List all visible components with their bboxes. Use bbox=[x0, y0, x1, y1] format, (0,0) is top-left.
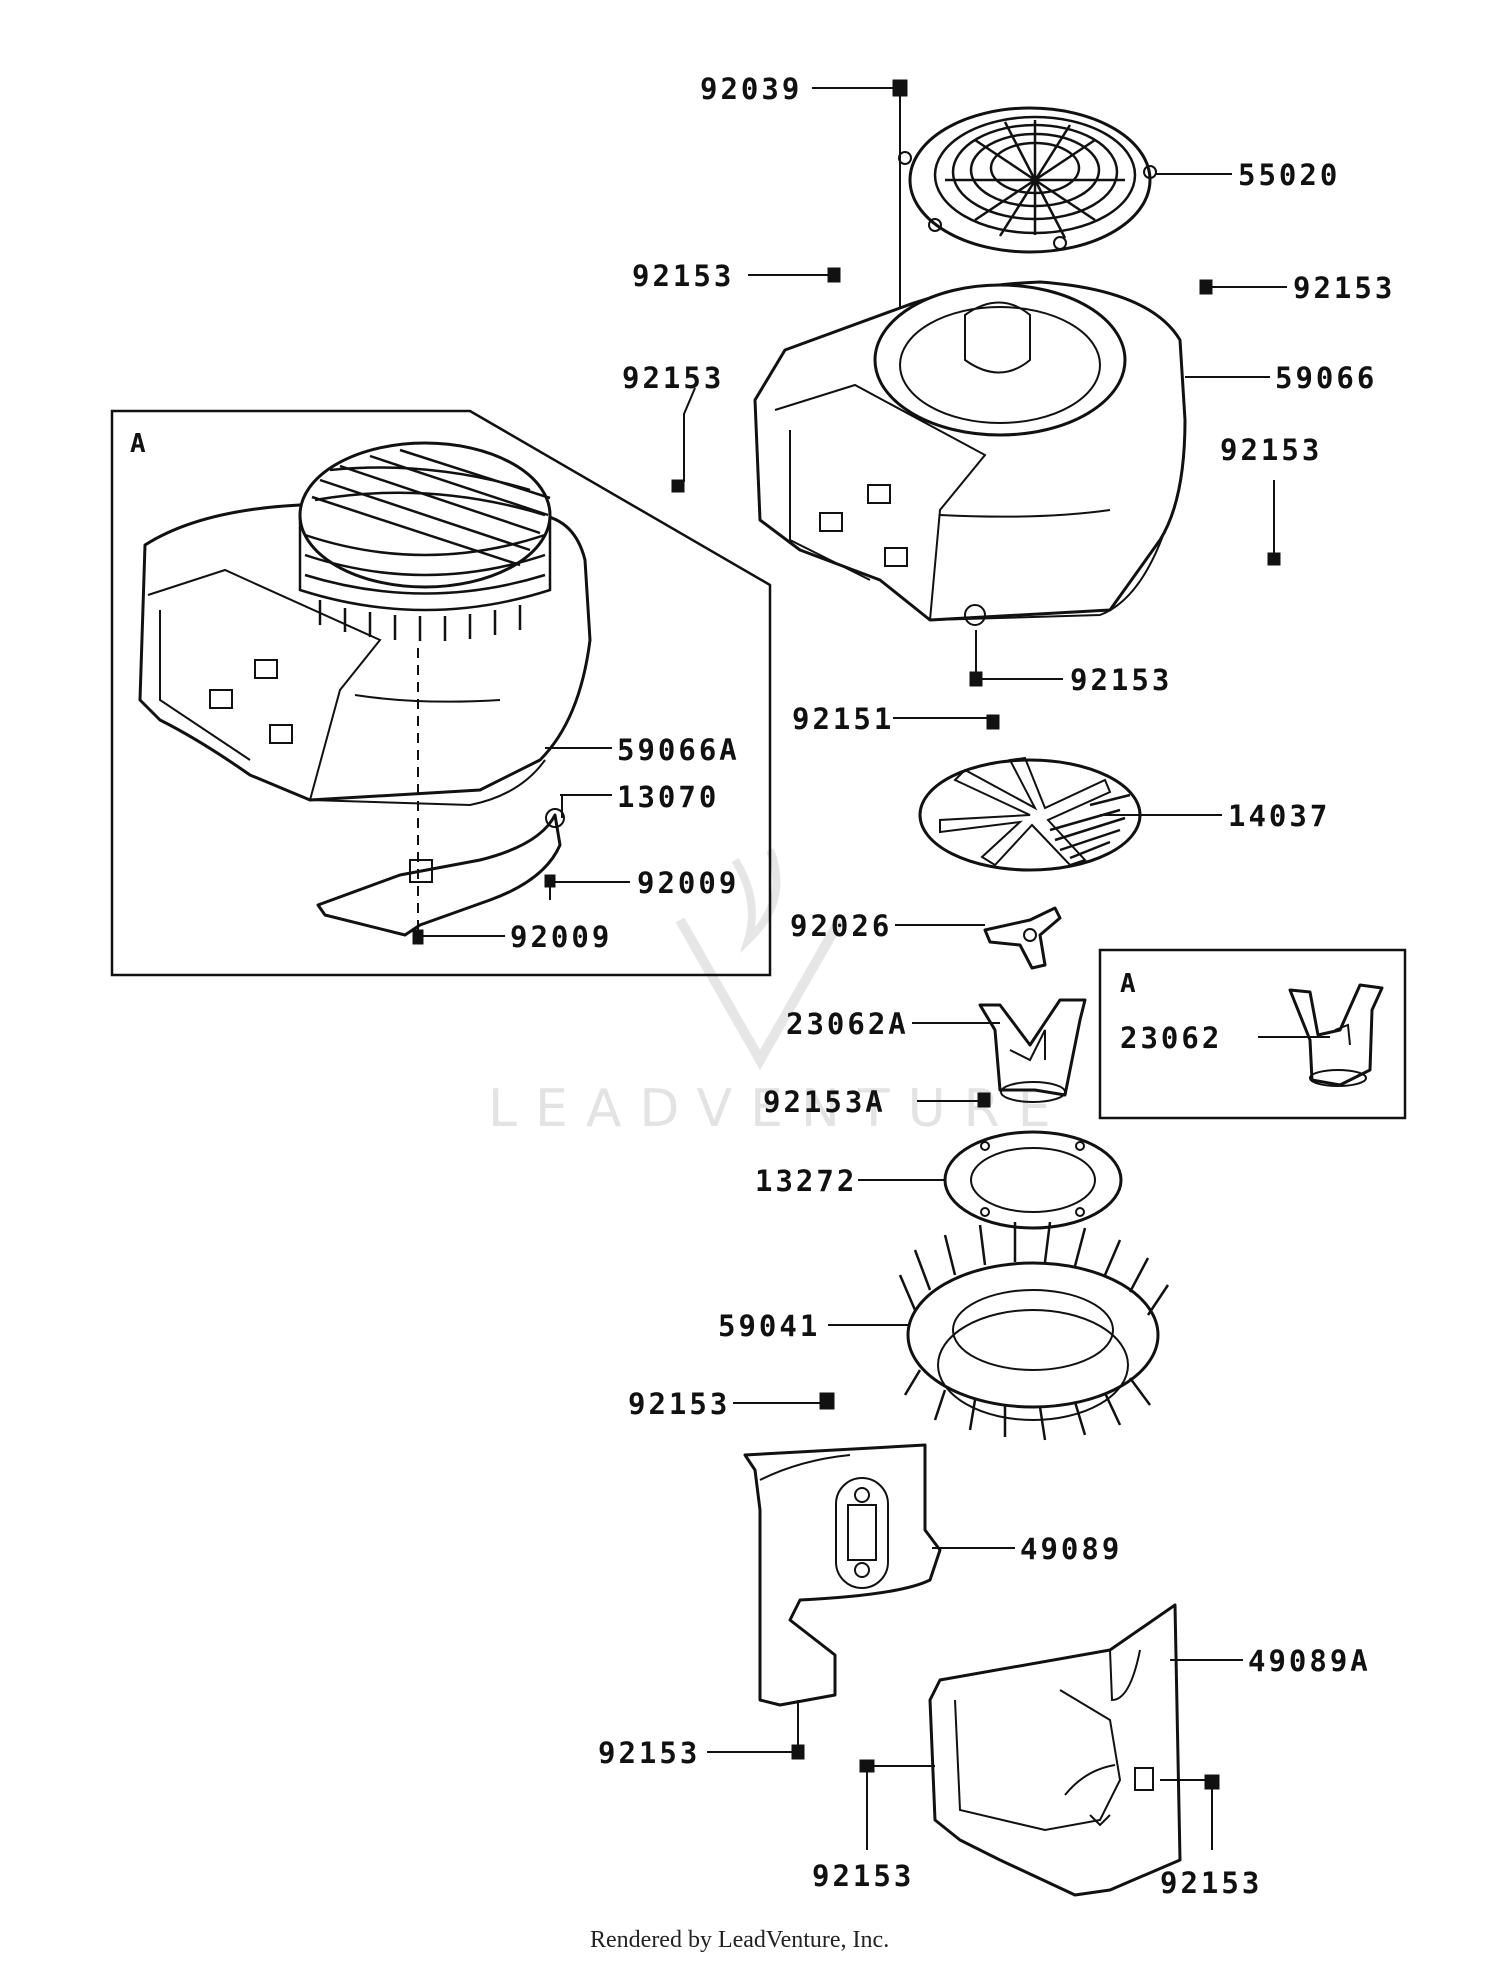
screw-92153-a bbox=[827, 267, 841, 283]
cooling-fan-59041 bbox=[898, 1221, 1170, 1441]
label-92153-g: 92153 bbox=[598, 1736, 700, 1770]
label-92153-i: 92153 bbox=[1160, 1866, 1262, 1900]
bracket-23062 bbox=[1288, 983, 1384, 1087]
label-59066: 59066 bbox=[1275, 361, 1377, 395]
blower-housing-59066a bbox=[138, 441, 592, 807]
screw-92009-b bbox=[412, 929, 424, 945]
screw-92153-e bbox=[969, 630, 983, 687]
blower-housing-59066 bbox=[753, 280, 1187, 626]
screw-92153-c bbox=[671, 479, 685, 493]
inset-a-left-frame bbox=[110, 409, 772, 977]
label-13272: 13272 bbox=[755, 1164, 857, 1198]
rotating-screen-14037 bbox=[918, 714, 1142, 872]
cylinder-cover-49089a bbox=[928, 1603, 1182, 1897]
label-92153-h: 92153 bbox=[812, 1859, 914, 1893]
screw-92039 bbox=[892, 79, 908, 328]
label-59066a: 59066A bbox=[617, 733, 740, 767]
label-92151: 92151 bbox=[792, 702, 894, 736]
part-labels: 92039 55020 92153 92153 92153 59066 9215… bbox=[510, 72, 1395, 1900]
label-92153a: 92153A bbox=[763, 1085, 886, 1119]
plate-92026 bbox=[983, 906, 1062, 970]
label-92009-b: 92009 bbox=[510, 920, 612, 954]
label-59041: 59041 bbox=[718, 1309, 820, 1343]
label-92039: 92039 bbox=[700, 72, 802, 106]
label-92153-e: 92153 bbox=[1070, 663, 1172, 697]
label-14037: 14037 bbox=[1228, 799, 1330, 833]
inset-a-left: A bbox=[110, 409, 772, 977]
label-55020: 55020 bbox=[1238, 158, 1340, 192]
watermark: LEADVENTURE bbox=[488, 848, 1069, 1139]
label-92153-a: 92153 bbox=[632, 259, 734, 293]
label-49089: 49089 bbox=[1020, 1532, 1122, 1566]
footer-credit: Rendered by LeadVenture, Inc. bbox=[590, 1927, 889, 1953]
grille-cover-55020 bbox=[898, 106, 1157, 254]
screw-92009-a bbox=[544, 874, 556, 900]
label-92153-d: 92153 bbox=[1220, 433, 1322, 467]
gasket-ring-13272 bbox=[943, 1130, 1123, 1230]
label-49089a: 49089A bbox=[1248, 1644, 1371, 1678]
cylinder-cover-49089 bbox=[743, 1392, 942, 1760]
label-92026: 92026 bbox=[790, 909, 892, 943]
inset-a-right-tag: A bbox=[1120, 969, 1136, 999]
label-92153-c: 92153 bbox=[622, 361, 724, 395]
label-92153-f: 92153 bbox=[628, 1387, 730, 1421]
screw-92153a bbox=[977, 1092, 991, 1108]
air-shroud-13070 bbox=[316, 808, 565, 937]
screw-92153-h bbox=[859, 1759, 875, 1773]
inset-a-right-frame bbox=[1098, 948, 1407, 1120]
bracket-23062a bbox=[978, 998, 1087, 1103]
label-13070: 13070 bbox=[617, 780, 719, 814]
label-23062a: 23062A bbox=[786, 1007, 909, 1041]
screw-92153-b bbox=[1199, 279, 1213, 295]
label-92153-b: 92153 bbox=[1293, 271, 1395, 305]
screw-92153-i bbox=[1204, 1774, 1220, 1790]
watermark-text: LEADVENTURE bbox=[488, 1079, 1069, 1139]
label-23062: 23062 bbox=[1120, 1021, 1222, 1055]
label-92009-a: 92009 bbox=[637, 866, 739, 900]
inset-a-right: A bbox=[1098, 948, 1407, 1120]
inset-a-left-tag: A bbox=[130, 429, 146, 459]
leader-lines bbox=[423, 87, 1330, 1850]
